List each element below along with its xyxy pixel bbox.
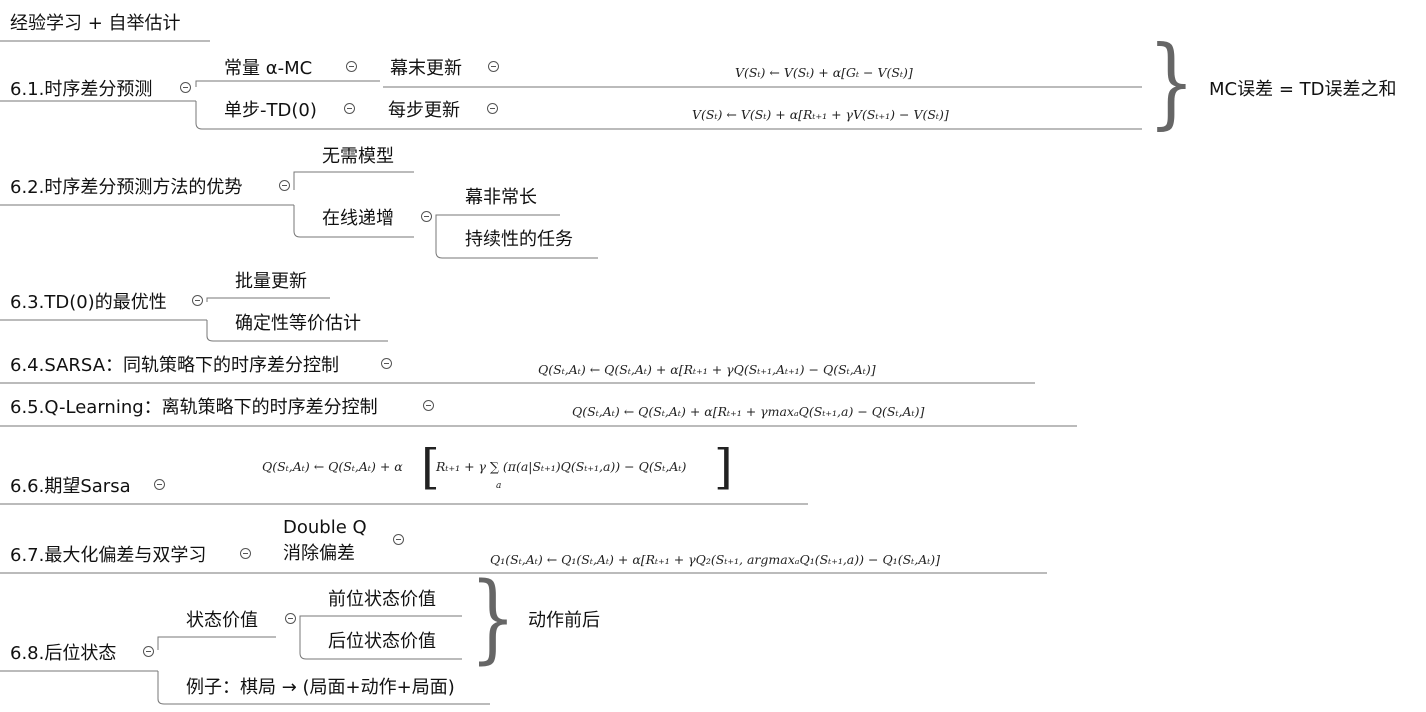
collapse-icon[interactable]	[421, 211, 432, 222]
q-learning-formula: Q(Sₜ,Aₜ) ← Q(Sₜ,Aₜ) + α[Rₜ₊₁ + γmaxₐQ(Sₜ…	[572, 404, 925, 419]
state-value-node: 状态价值	[186, 610, 258, 631]
post-state-value-node: 后位状态价值	[328, 631, 436, 652]
open-bracket: [	[421, 439, 440, 495]
section-6-6-title: 6.6.期望Sarsa	[10, 476, 131, 497]
certainty-equivalence-node: 确定性等价估计	[235, 313, 361, 334]
before-after-action: 动作前后	[528, 610, 600, 631]
collapse-icon[interactable]	[285, 613, 296, 624]
collapse-icon[interactable]	[393, 534, 404, 545]
section-6-5-title: 6.5.Q-Learning：离轨策略下的时序差分控制	[10, 397, 378, 418]
long-episode-node: 幕非常长	[465, 187, 537, 208]
section-6-7-title: 6.7.最大化偏差与双学习	[10, 545, 207, 566]
mc-td-summary: MC误差 = TD误差之和	[1209, 79, 1397, 100]
td0-node: 单步-TD(0)	[224, 100, 317, 121]
collapse-icon[interactable]	[143, 646, 154, 657]
close-bracket: ]	[714, 439, 733, 495]
collapse-icon[interactable]	[488, 61, 499, 72]
debias-label: 消除偏差	[283, 543, 355, 564]
sarsa-formula: Q(Sₜ,Aₜ) ← Q(Sₜ,Aₜ) + α[Rₜ₊₁ + γQ(Sₜ₊₁,A…	[538, 362, 876, 377]
expected-sarsa-formula-inner: Rₜ₊₁ + γ ∑ (π(a|Sₜ₊₁)Q(Sₜ₊₁,a)) − Q(Sₜ,A…	[436, 459, 687, 474]
double-q-label: Double Q	[283, 517, 367, 538]
double-q-formula: Q₁(Sₜ,Aₜ) ← Q₁(Sₜ,Aₜ) + α[Rₜ₊₁ + γQ₂(Sₜ₊…	[490, 552, 941, 567]
section-6-2-title: 6.2.时序差分预测方法的优势	[10, 177, 243, 198]
td0-note: 每步更新	[388, 100, 460, 121]
section-6-3-title: 6.3.TD(0)的最优性	[10, 292, 167, 313]
collapse-icon[interactable]	[180, 82, 191, 93]
afterstate-brace: }	[470, 562, 516, 674]
collapse-icon[interactable]	[344, 103, 355, 114]
td0-formula: V(Sₜ) ← V(Sₜ) + α[Rₜ₊₁ + γV(Sₜ₊₁) − V(Sₜ…	[692, 107, 949, 122]
pre-state-value-node: 前位状态价值	[328, 589, 436, 610]
collapse-icon[interactable]	[154, 479, 165, 490]
collapse-icon[interactable]	[279, 180, 290, 191]
model-free-node: 无需模型	[322, 146, 394, 167]
section-6-4-title: 6.4.SARSA：同轨策略下的时序差分控制	[10, 355, 339, 376]
section-6-1-title: 6.1.时序差分预测	[10, 79, 153, 100]
online-node: 在线递增	[322, 208, 394, 229]
collapse-icon[interactable]	[240, 548, 251, 559]
expected-sarsa-formula-left: Q(Sₜ,Aₜ) ← Q(Sₜ,Aₜ) + α	[262, 459, 403, 474]
continuing-task-node: 持续性的任务	[465, 229, 573, 250]
root-title: 经验学习 + 自举估计	[10, 13, 181, 34]
example-node: 例子：棋局 → (局面+动作+局面)	[186, 677, 455, 698]
batch-update-node: 批量更新	[235, 271, 307, 292]
collapse-icon[interactable]	[423, 400, 434, 411]
mc-node: 常量 α-MC	[224, 58, 313, 79]
mc-note: 幕末更新	[390, 58, 462, 79]
collapse-icon[interactable]	[346, 61, 357, 72]
collapse-icon[interactable]	[192, 295, 203, 306]
collapse-icon[interactable]	[381, 358, 392, 369]
mc-formula: V(Sₜ) ← V(Sₜ) + α[Gₜ − V(Sₜ)]	[735, 65, 913, 80]
section-6-8-title: 6.8.后位状态	[10, 643, 117, 664]
summary-brace: }	[1148, 26, 1195, 140]
sum-index: a	[496, 481, 502, 491]
collapse-icon[interactable]	[487, 103, 498, 114]
